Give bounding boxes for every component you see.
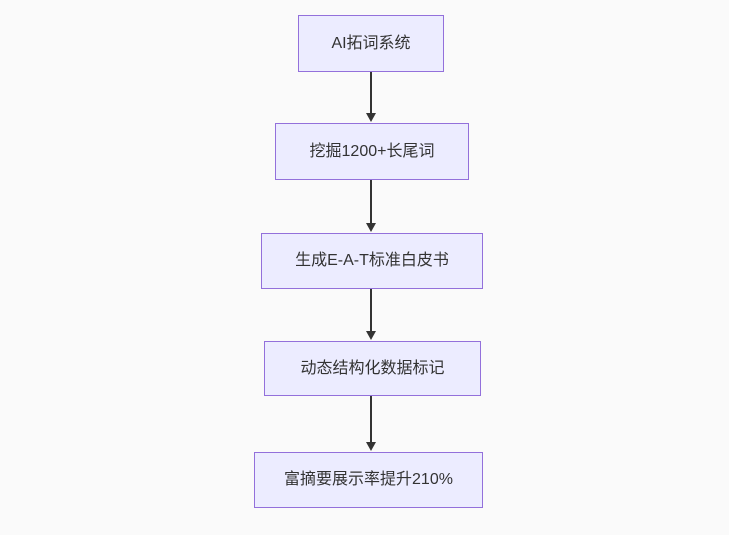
flowchart-node-ai-keyword-system: AI拓词系统 xyxy=(298,15,444,72)
flowchart-node-longtail-mining: 挖掘1200+长尾词 xyxy=(275,123,469,180)
arrow-head-icon xyxy=(366,223,376,232)
node-label: 生成E-A-T标准白皮书 xyxy=(295,252,449,270)
flowchart-node-structured-data-markup: 动态结构化数据标记 xyxy=(264,341,481,396)
arrow-line xyxy=(370,289,372,331)
node-label: 富摘要展示率提升210% xyxy=(284,471,453,489)
node-label: AI拓词系统 xyxy=(331,34,411,52)
node-label: 动态结构化数据标记 xyxy=(300,359,445,377)
arrow-line xyxy=(370,72,372,113)
arrow-head-icon xyxy=(366,331,376,340)
arrow-line xyxy=(370,180,372,223)
flowchart-node-eat-whitepaper: 生成E-A-T标准白皮书 xyxy=(261,233,483,289)
arrow-head-icon xyxy=(366,442,376,451)
flowchart-node-rich-snippet-rate: 富摘要展示率提升210% xyxy=(254,452,483,508)
arrow-line xyxy=(370,396,372,442)
arrow-head-icon xyxy=(366,113,376,122)
node-label: 挖掘1200+长尾词 xyxy=(309,142,435,160)
